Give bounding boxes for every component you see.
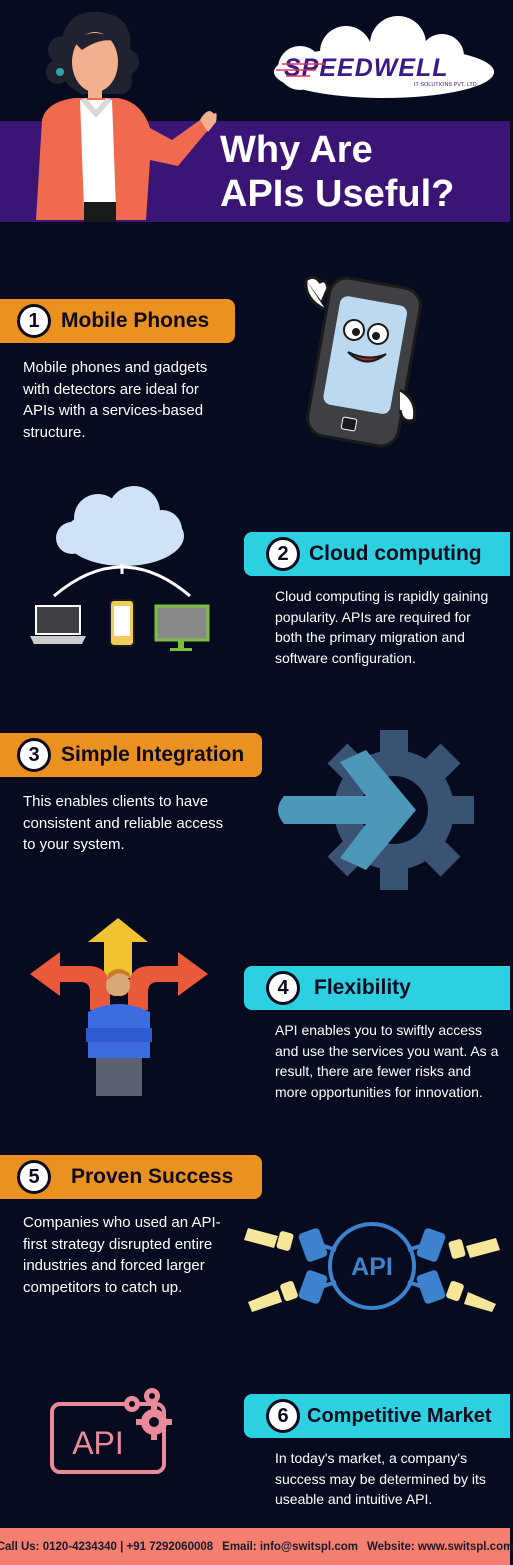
footer-phone[interactable]: Call Us: 0120-4234340 | +91 7292060008 — [0, 1540, 214, 1553]
item-5-number: 5 — [17, 1160, 51, 1194]
api-gear-label: API — [72, 1425, 124, 1461]
footer-email[interactable]: Email: info@switspl.com — [222, 1540, 358, 1553]
smartphone-mascot-illustration — [304, 275, 422, 448]
api-plugs-illustration: API — [244, 1222, 500, 1312]
item-2-description: Cloud computing is rapidly gaining popul… — [275, 588, 489, 666]
item-2-number: 2 — [266, 537, 300, 571]
page-title: Why Are APIs Useful? — [220, 128, 454, 216]
item-5-title: Proven Success — [71, 1165, 234, 1188]
item-5-header: 5 Proven Success — [0, 1155, 262, 1199]
integration-gear-arrow-icon — [278, 730, 474, 890]
api-gear-icon: API — [50, 1388, 172, 1474]
footer-website[interactable]: Website: www.switspl.com — [366, 1540, 513, 1553]
item-3-header: 3 Simple Integration — [0, 733, 262, 777]
item-3-number: 3 — [17, 738, 51, 772]
item-4-title: Flexibility — [314, 976, 411, 999]
item-6-number: 6 — [266, 1399, 300, 1433]
item-3-title: Simple Integration — [61, 743, 245, 766]
item-1-description: Mobile phones and gadgets with detectors… — [23, 359, 208, 441]
item-4-header: 4 Flexibility — [244, 966, 510, 1010]
svg-text:SPEEDWELL: SPEEDWELL — [284, 54, 449, 82]
title-line-2: APIs Useful? — [220, 173, 455, 215]
cloud-devices-illustration — [30, 486, 210, 651]
person-crossroads-illustration — [30, 918, 208, 1096]
presenter-woman-illustration — [36, 11, 217, 222]
speedwell-logo: SPEEDWELL IT SOLUTIONS PVT. LTD. — [274, 16, 494, 98]
item-1-header: 1 Mobile Phones — [0, 299, 235, 343]
contact-footer: Call Us: 0120-4234340 | +91 7292060008 E… — [0, 1528, 513, 1565]
item-2-title: Cloud computing — [309, 542, 482, 565]
item-5-description: Companies who used an API-first strategy… — [23, 1214, 221, 1296]
item-6-header: 6 Competitive Market — [244, 1394, 510, 1438]
item-1-number: 1 — [17, 304, 51, 338]
svg-text:IT SOLUTIONS PVT. LTD.: IT SOLUTIONS PVT. LTD. — [414, 82, 479, 88]
item-6-description: In today's market, a company's success m… — [275, 1450, 486, 1507]
item-6-title: Competitive Market — [307, 1404, 492, 1427]
item-4-description: API enables you to swiftly access and us… — [275, 1022, 499, 1100]
title-line-1: Why Are — [220, 129, 373, 171]
item-2-header: 2 Cloud computing — [244, 532, 510, 576]
item-1-title: Mobile Phones — [61, 309, 210, 332]
item-3-description: This enables clients to have consistent … — [23, 793, 224, 854]
api-plugs-label: API — [351, 1253, 393, 1281]
item-4-number: 4 — [266, 971, 300, 1005]
